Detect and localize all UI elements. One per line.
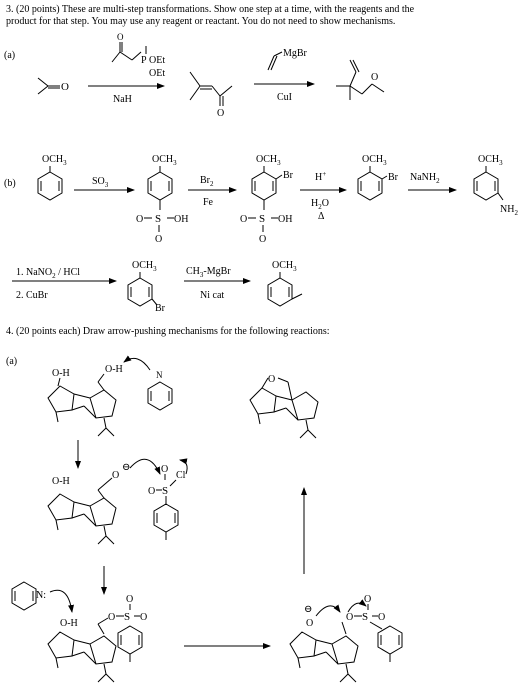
diol-skeleton-structure-3	[47, 631, 117, 683]
svg-text:OCH3: OCH3	[152, 154, 177, 167]
q3b-label: (b)	[4, 178, 16, 189]
svg-text:MgBr: MgBr	[283, 48, 308, 59]
conjugate-addition-product-structure: O	[336, 59, 385, 100]
tosyl-ring-2	[377, 625, 403, 655]
svg-text:S: S	[259, 213, 265, 225]
methoxybenzenesulfonic-acid-structure: OCH3 S O OH O	[136, 154, 188, 245]
methylanisole-structure: OCH3	[267, 260, 303, 307]
tosylate-o-label: O	[108, 612, 115, 623]
svg-text:O: O	[217, 108, 224, 119]
reagent-nano2-hcl: 1. NaNO2 / HCl	[16, 267, 80, 280]
svg-text:O: O	[61, 81, 69, 93]
svg-text:OH: OH	[278, 214, 292, 225]
q3-instructions-line1: 3. (20 points) These are multi-step tran…	[6, 4, 415, 15]
q3-instructions-line2: product for that step. You may use any r…	[6, 16, 395, 27]
reagent-ch3mgbr: CH3-MgBr	[186, 266, 231, 279]
svg-text:OCH3: OCH3	[42, 154, 67, 167]
alkoxide-o-label-2: O	[306, 618, 313, 629]
reagent-heat: Δ	[318, 211, 325, 222]
svg-text:O: O	[161, 464, 168, 475]
curved-arrow-4	[347, 599, 367, 613]
svg-text:O: O	[240, 214, 247, 225]
acetone-structure: O	[37, 77, 69, 95]
reagent-h-plus: H+	[315, 170, 326, 183]
svg-text:O: O	[259, 234, 266, 245]
svg-text:P: P	[141, 55, 147, 66]
alkoxide-o-label: O	[112, 470, 119, 481]
reagent-cubr: 2. CuBr	[16, 290, 48, 301]
svg-text:O: O	[126, 594, 133, 605]
reagent-cui: CuI	[277, 92, 292, 103]
svg-text:O: O	[371, 72, 378, 83]
svg-text:OCH3: OCH3	[272, 260, 297, 273]
svg-text:O: O	[140, 612, 147, 623]
svg-text:O: O	[364, 594, 371, 605]
diol-skeleton-structure-4	[289, 631, 359, 683]
svg-text:Br: Br	[155, 303, 166, 314]
tosylate-s-label-2: S	[362, 611, 368, 623]
oh-label-3: O-H	[52, 476, 70, 487]
svg-text:Br: Br	[283, 170, 294, 181]
bromoanisole-structure: OCH3 Br	[357, 154, 399, 201]
svg-text:OCH3: OCH3	[132, 260, 157, 273]
svg-text:S: S	[155, 213, 161, 225]
svg-text:S: S	[162, 485, 168, 497]
anisole-structure: OCH3	[37, 154, 67, 201]
q4a-label: (a)	[6, 356, 17, 367]
vinyl-grignard-structure: MgBr	[267, 48, 308, 71]
reagent-water: H2O	[311, 198, 329, 211]
tosyl-chloride-structure: O S Cl O	[148, 458, 188, 540]
q3a-label: (a)	[4, 50, 15, 61]
reagent-br2: Br2	[200, 175, 214, 188]
enone-product-structure: O	[189, 71, 233, 119]
bromoanisole-meta-structure: OCH3 Br	[127, 260, 166, 314]
svg-text:O: O	[136, 214, 143, 225]
svg-text:O: O	[117, 32, 124, 42]
reagent-ni-cat: Ni cat	[200, 290, 224, 301]
oh-label-2: O-H	[105, 364, 123, 375]
bromo-methoxybenzenesulfonic-acid-structure: OCH3 Br S O OH O	[240, 154, 294, 245]
svg-text:NH2: NH2	[500, 204, 518, 217]
svg-text:Cl: Cl	[176, 470, 186, 481]
svg-text:OH: OH	[174, 214, 188, 225]
hwe-reagent-structure: O P OEt OEt	[111, 32, 165, 79]
diol-skeleton-structure-2	[47, 493, 117, 545]
curved-arrow-2	[129, 458, 161, 475]
curved-arrow-3	[315, 604, 341, 617]
oh-label-4: O-H	[60, 618, 78, 629]
reagent-so3: SO3	[92, 176, 109, 189]
pyridine-structure-1: N	[147, 370, 173, 411]
svg-text:O: O	[148, 486, 155, 497]
svg-text:O: O	[346, 612, 353, 623]
ether-o-label: O	[268, 374, 275, 385]
methoxyaniline-structure: OCH3 NH2	[473, 154, 518, 217]
oh-label-1: O-H	[52, 368, 70, 379]
svg-text:OEt: OEt	[149, 55, 165, 66]
diol-skeleton-structure-1	[47, 385, 117, 437]
svg-text:OCH3: OCH3	[478, 154, 503, 167]
q4-instructions: 4. (20 points each) Draw arrow-pushing m…	[6, 326, 330, 337]
pyridine-structure-2: N:	[11, 581, 74, 613]
alkoxide-charge-2: ⊖	[304, 604, 312, 615]
svg-text:O: O	[378, 612, 385, 623]
tosylate-s-label: S	[124, 611, 130, 623]
svg-text:OCH3: OCH3	[362, 154, 387, 167]
svg-text:OCH3: OCH3	[256, 154, 281, 167]
tosyl-ring-1	[117, 625, 143, 655]
svg-text:N: N	[156, 370, 163, 380]
reagent-fe: Fe	[203, 197, 214, 208]
curved-arrow-1	[123, 355, 151, 371]
reagent-nanh2: NaNH2	[410, 172, 440, 185]
svg-text:OEt: OEt	[149, 68, 165, 79]
svg-text:N:: N:	[36, 590, 46, 601]
alkoxide-charge: ⊖	[122, 462, 130, 473]
cyclic-ether-product-structure	[249, 377, 319, 439]
reagent-nah: NaH	[113, 94, 132, 105]
svg-text:O: O	[155, 234, 162, 245]
svg-text:Br: Br	[388, 172, 399, 183]
